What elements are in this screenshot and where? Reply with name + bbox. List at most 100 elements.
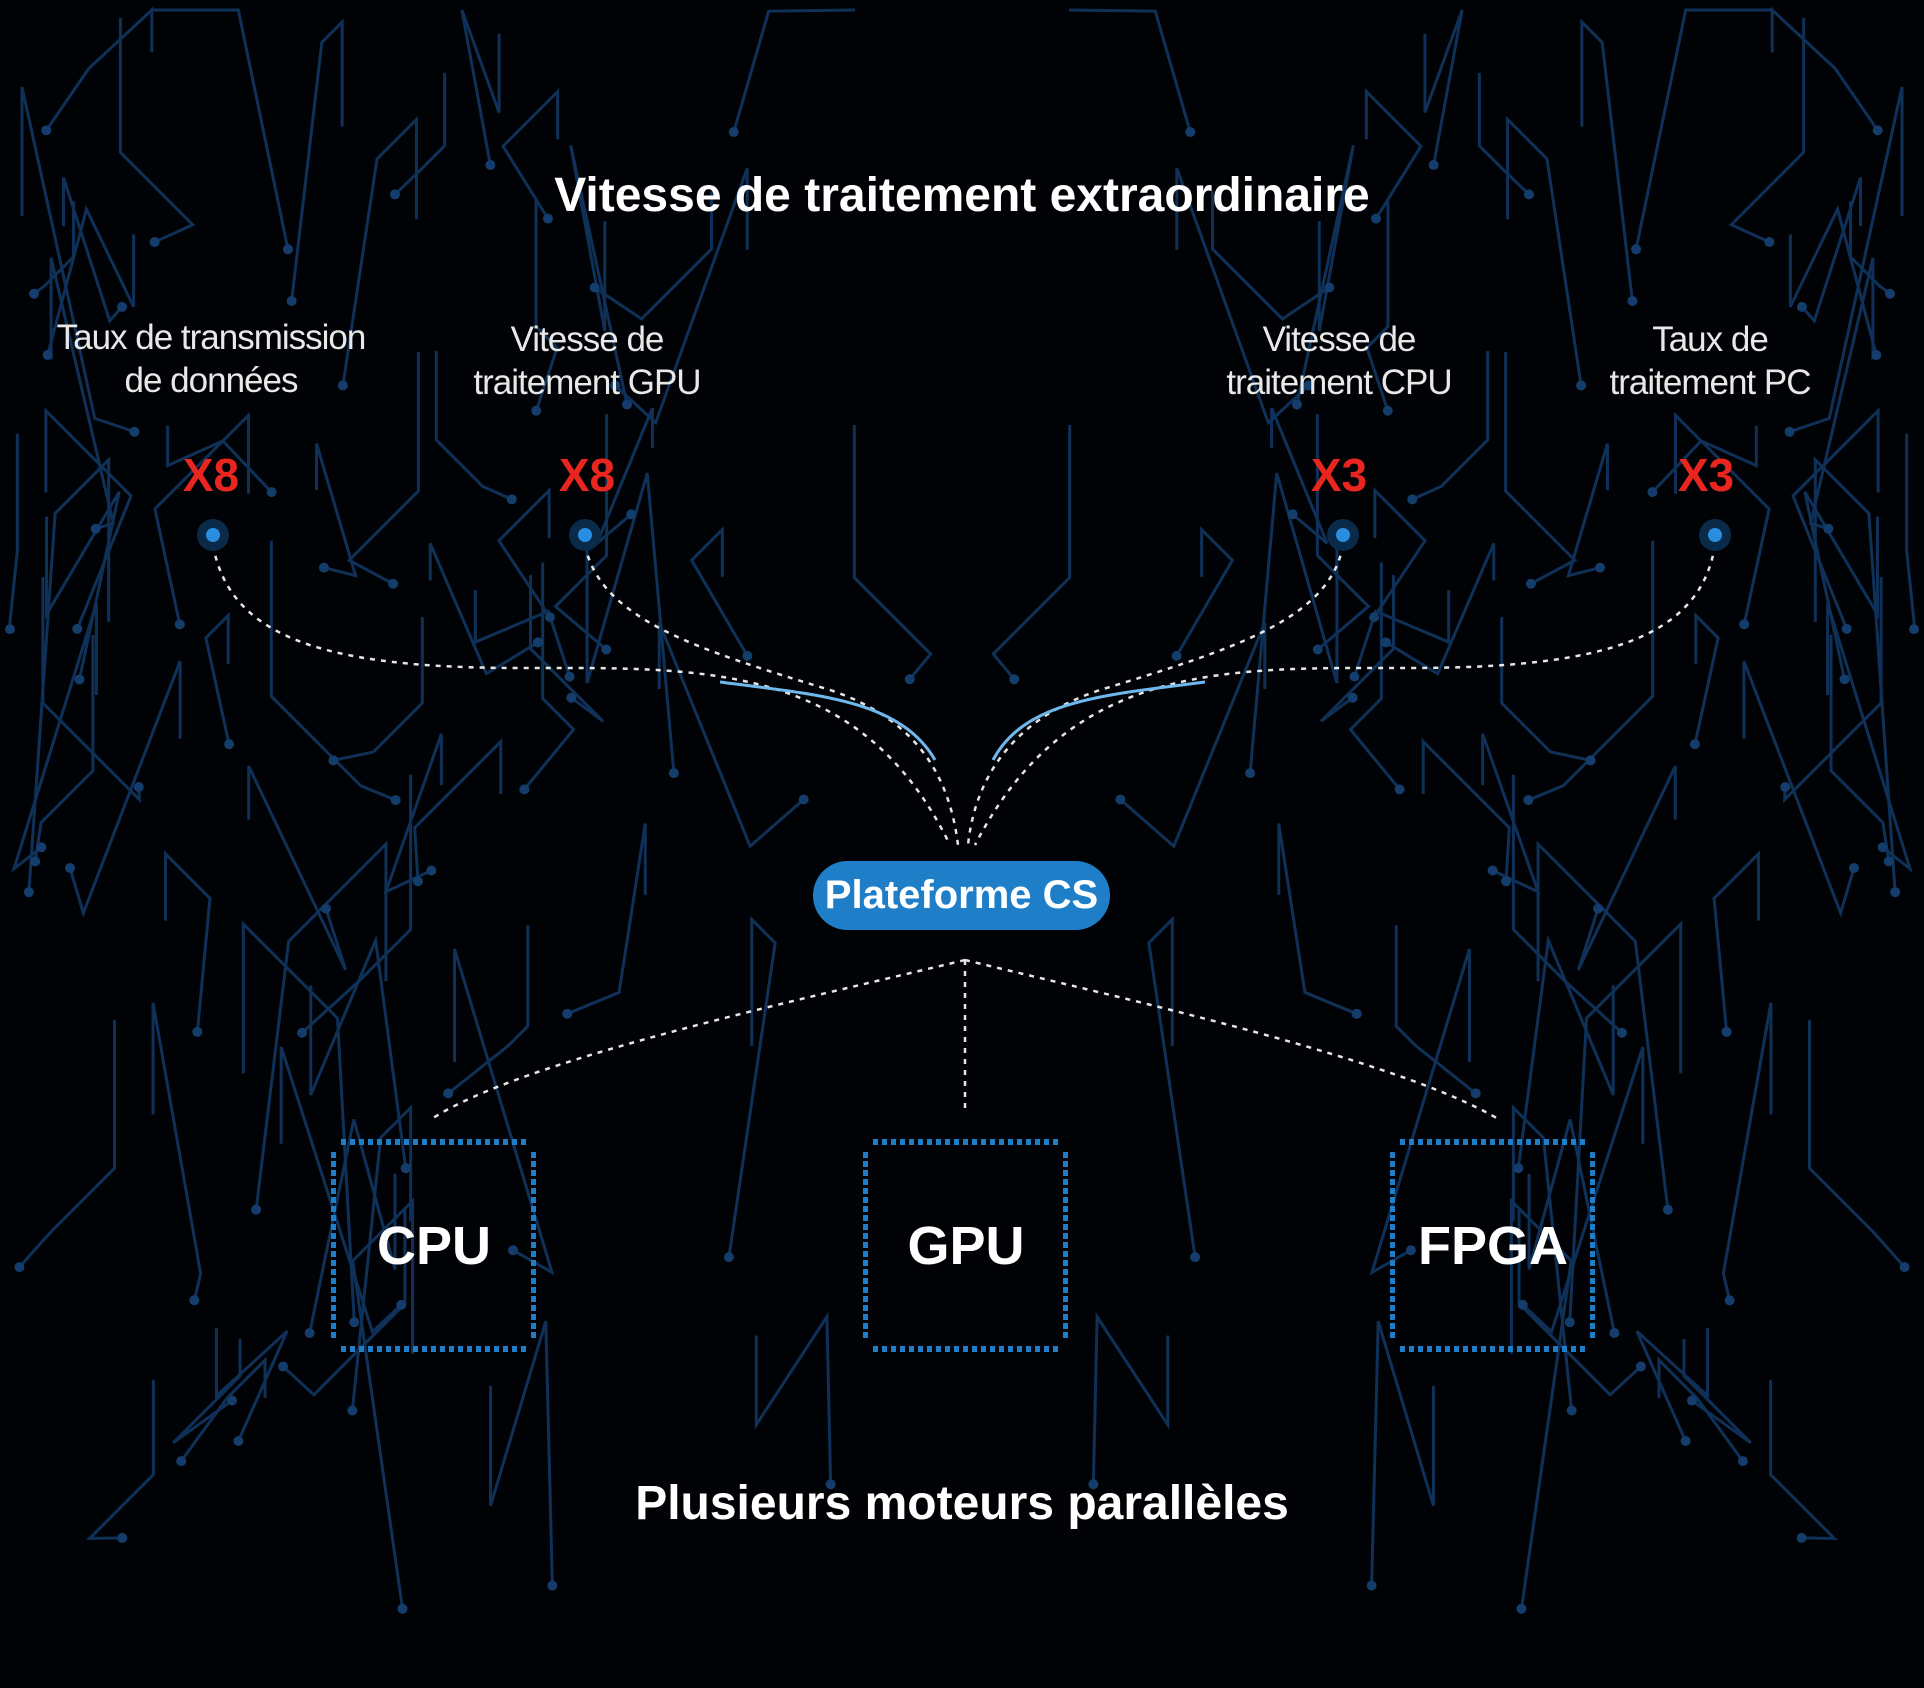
chip-pin: [331, 1161, 336, 1167]
chip-pin: [863, 1296, 868, 1302]
circuit-trace: [8, 433, 19, 630]
chip-pin: [395, 1139, 400, 1145]
chip-pin: [1562, 1346, 1567, 1352]
chip-pin: [1517, 1139, 1522, 1145]
circuit-trace: [1808, 257, 1875, 531]
page-title: Vitesse de traitement extraordinaire: [554, 169, 1370, 222]
chip-pin: [331, 1242, 336, 1248]
circuit-trace: [1536, 840, 1670, 1210]
trace-pad: [1405, 1245, 1416, 1256]
trace-pad: [1662, 1204, 1673, 1215]
trace-pad: [192, 1026, 203, 1037]
chip-pin: [1436, 1346, 1441, 1352]
chip-pin: [936, 1139, 941, 1145]
chip-pin: [350, 1139, 355, 1145]
trace-pad: [1616, 1027, 1627, 1038]
chip-pin: [331, 1314, 336, 1320]
circuit-trace: [1511, 1104, 1574, 1411]
circuit-trace: [1807, 1019, 1906, 1269]
trace-pad: [531, 405, 542, 416]
chip-pin: [331, 1305, 336, 1311]
chip-pin: [863, 1242, 868, 1248]
chip-pin: [331, 1278, 336, 1284]
circuit-trace: [383, 733, 443, 895]
circuit-trace: [1091, 1311, 1170, 1485]
chip-pin: [1454, 1139, 1459, 1145]
circuit-trace: [33, 201, 76, 295]
circuit-trace: [1791, 407, 1880, 630]
trace-pad: [723, 1252, 734, 1263]
chip-pin: [1562, 1139, 1567, 1145]
chip-pin: [1590, 1323, 1595, 1329]
chip-pin: [1063, 1296, 1068, 1302]
chip-pin: [531, 1170, 536, 1176]
chip-pin: [1590, 1251, 1595, 1257]
chip-pin: [909, 1346, 914, 1352]
chip-pin: [1063, 1323, 1068, 1329]
circuit-trace: [1509, 1197, 1573, 1610]
chip-pin: [331, 1224, 336, 1230]
chip-pin: [531, 1215, 536, 1221]
label-line: traitement CPU: [1226, 363, 1452, 402]
circuit-trace: [1527, 540, 1655, 802]
metric-label-pc: Taux de traitement PC: [1530, 318, 1890, 404]
trace-pad: [251, 1204, 262, 1215]
circuit-trace: [346, 351, 420, 586]
chip-pin: [1445, 1139, 1450, 1145]
chip-pin: [485, 1346, 490, 1352]
trace-pad: [1899, 1262, 1910, 1273]
chip-pin: [331, 1287, 336, 1293]
chip-pin: [963, 1139, 968, 1145]
chip-pin: [1063, 1278, 1068, 1284]
chip-pin: [945, 1346, 950, 1352]
chip-pin: [954, 1139, 959, 1145]
circuit-trace: [447, 925, 530, 1095]
chip-pin: [863, 1170, 868, 1176]
chip-pin: [1571, 1139, 1576, 1145]
chip-pin: [1590, 1242, 1595, 1248]
chip-pin: [1008, 1346, 1013, 1352]
circuit-trace: [341, 115, 418, 386]
circuit-trace: [1829, 634, 1891, 862]
circuit-trace: [754, 1311, 833, 1485]
chip-pin: [1390, 1224, 1395, 1230]
trace-pad: [90, 523, 101, 534]
chip-pin: [368, 1346, 373, 1352]
trace-pad: [1724, 1295, 1735, 1306]
chip-pin: [1508, 1139, 1513, 1145]
trace-pad: [1839, 674, 1850, 685]
trace-pad: [1185, 127, 1196, 138]
circuit-trace: [1568, 920, 1683, 1323]
trace-pad: [224, 739, 235, 750]
circuit-trace: [1905, 433, 1916, 630]
trace-pad: [227, 1395, 238, 1406]
circuit-trace: [1770, 6, 1879, 132]
trace-pad: [23, 887, 34, 898]
chip-pin: [449, 1139, 454, 1145]
trace-pad: [65, 863, 76, 874]
chip-pin: [1035, 1139, 1040, 1145]
connector-line: [583, 544, 960, 846]
chip-pin: [331, 1188, 336, 1194]
trace-pad: [1190, 1252, 1201, 1263]
chip-pin: [440, 1139, 445, 1145]
circuit-trace: [172, 1339, 242, 1445]
chip-pin: [377, 1346, 382, 1352]
circuit-trace: [657, 622, 805, 849]
trace-pad: [1516, 1603, 1527, 1614]
circuit-trace: [1576, 765, 1677, 971]
trace-pad: [742, 650, 753, 661]
trace-pad: [1564, 1317, 1575, 1328]
chip-pin: [531, 1287, 536, 1293]
chip-pin: [531, 1296, 536, 1302]
multiplier-value: X3: [1310, 449, 1368, 501]
circuit-trace: [1352, 590, 1451, 678]
trace-pad: [566, 692, 577, 703]
chip-pin: [494, 1346, 499, 1352]
circuit-trace: [852, 425, 933, 681]
chip-pin: [1063, 1170, 1068, 1176]
chip-pin: [1063, 1332, 1068, 1338]
chip-pin: [863, 1251, 868, 1257]
chip-pin: [918, 1139, 923, 1145]
